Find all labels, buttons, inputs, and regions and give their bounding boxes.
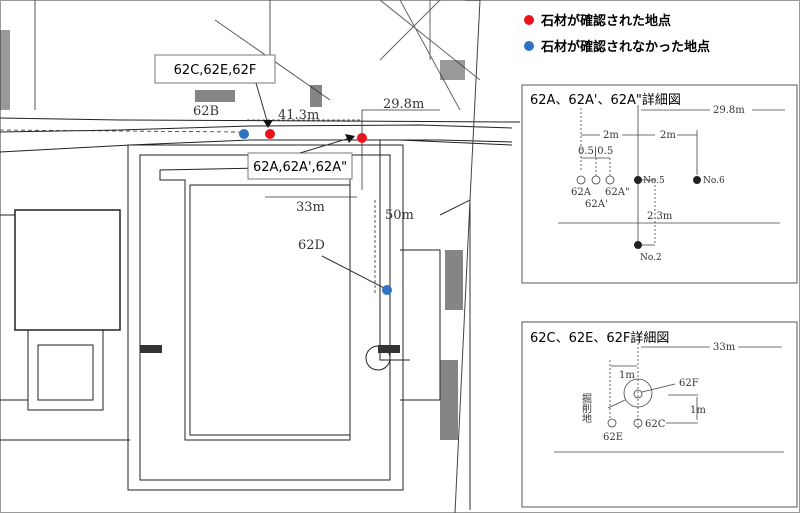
label-62b: 62B: [193, 104, 219, 119]
marker-62c-found[interactable]: [265, 129, 275, 139]
detail-a-62a: 62A: [571, 187, 592, 198]
detail-c-33m: 33m: [713, 342, 736, 353]
dimension-lines: [0, 109, 440, 295]
detail-a-no6: No.6: [703, 176, 725, 186]
marker-62a-found[interactable]: [357, 133, 367, 143]
svg-text:62C,62E,62F: 62C,62E,62F: [174, 63, 257, 78]
detail-a-no5: No.5: [643, 176, 665, 186]
svg-text:62A,62A',62A": 62A,62A',62A": [253, 160, 347, 175]
marker-62b-not-found[interactable]: [239, 129, 249, 139]
detail-c-1m-top: 1m: [619, 370, 635, 381]
detail-c-62f: 62F: [679, 378, 699, 389]
detail-a-no2: No.2: [640, 253, 662, 263]
label-41-3m: 41.3m: [278, 108, 319, 123]
callout-62a: 62A,62A',62A": [247, 134, 355, 180]
label-33m: 33m: [296, 200, 325, 215]
detail-62c-panel: 62C、62E、62F詳細図 33m 1m 62F 1m 62C 62E 掘削地: [521, 321, 798, 508]
detail-a-29-8m: 29.8m: [713, 105, 745, 116]
map-linework: [0, 0, 521, 513]
detail-62a-title: 62A、62A'、62A"詳細図: [530, 92, 681, 108]
detail-c-62c: 62C: [645, 419, 666, 430]
legend-red-dot-icon: [524, 15, 534, 25]
detail-c-1m-side: 1m: [690, 405, 706, 416]
label-62d: 62D: [298, 238, 325, 253]
legend-found-label: 石材が確認された地点: [540, 13, 671, 29]
legend-blue-dot-icon: [524, 41, 534, 51]
detail-a-2-3m: 2.3m: [647, 211, 673, 222]
leader-62d: [321, 255, 387, 290]
detail-a-62a-prime: 62A': [585, 199, 608, 210]
detail-62a-panel: 62A、62A'、62A"詳細図 29.8m 2m 2m 0.5|0.5 62A…: [521, 84, 798, 284]
detail-a-2m-right: 2m: [660, 130, 676, 141]
detail-a-62a-double-prime: 62A": [605, 187, 630, 198]
label-29-8m: 29.8m: [383, 97, 424, 112]
callout-62c-62e-62f: 62C,62E,62F: [154, 54, 276, 128]
detail-62c-title: 62C、62E、62F詳細図: [530, 330, 669, 346]
detail-c-62e: 62E: [603, 432, 623, 443]
marker-62d-not-found[interactable]: [382, 285, 392, 295]
legend-not-found-label: 石材が確認されなかった地点: [540, 39, 710, 55]
detail-a-2m-left: 2m: [603, 130, 619, 141]
map-hatching: [0, 30, 465, 440]
label-50m: 50m: [385, 208, 414, 223]
legend: 石材が確認された地点 石材が確認されなかった地点: [524, 13, 710, 55]
detail-a-0-5: 0.5|0.5: [578, 146, 613, 157]
detail-c-excavation-label: 掘削地: [580, 392, 592, 423]
